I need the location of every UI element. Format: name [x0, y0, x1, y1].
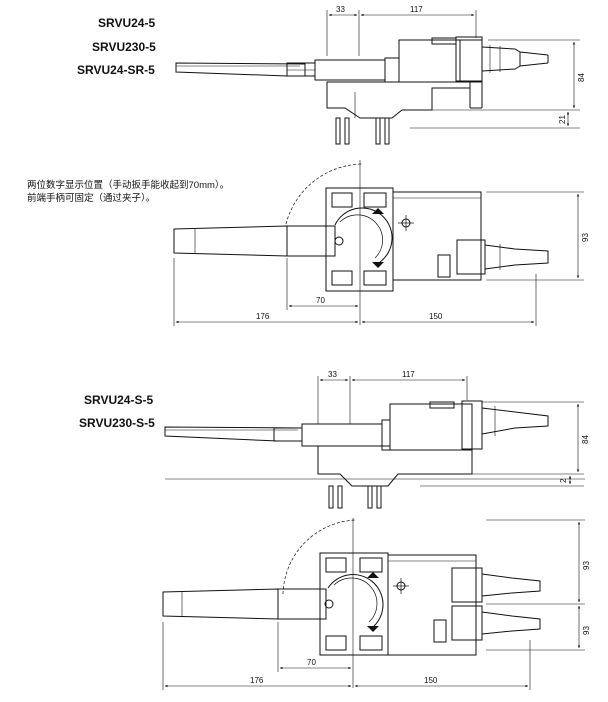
dim-70-bottom: 70 — [307, 658, 316, 667]
dim-70-top: 70 — [316, 296, 325, 305]
dim-93-top: 93 — [581, 233, 590, 242]
side-view-top — [175, 10, 580, 145]
dim-117-top: 117 — [410, 5, 423, 14]
dim-117-bottom: 117 — [402, 370, 415, 379]
dim-150-top: 150 — [429, 312, 443, 321]
note-line-1: 两位数字显示位置（手动扳手能收起到70mm）。 — [27, 180, 230, 191]
dim-33-top: 33 — [336, 5, 345, 14]
model-label-srvu230-s-5: SRVU230-S-5 — [79, 416, 155, 430]
plan-view-bottom — [162, 518, 585, 690]
model-label-srvu24-s-5: SRVU24-S-5 — [84, 393, 154, 407]
plan-view-top — [173, 160, 584, 326]
dim-176-top: 176 — [256, 312, 270, 321]
dim-150-bottom: 150 — [424, 676, 438, 685]
side-view-bottom — [164, 376, 585, 509]
model-label-srvu24-sr-5: SRVU24-SR-5 — [77, 63, 155, 77]
dim-84-top: 84 — [577, 73, 586, 82]
dim-2-bottom: 2 — [559, 478, 568, 483]
dim-33-bottom: 33 — [328, 370, 337, 379]
dim-21-top: 21 — [558, 115, 567, 124]
dim-93-bottom-1: 93 — [582, 561, 591, 570]
model-label-srvu230-5: SRVU230-5 — [92, 40, 156, 54]
model-label-srvu24-5: SRVU24-5 — [98, 16, 156, 30]
dim-84-bottom: 84 — [581, 435, 590, 444]
note-line-2: 前端手柄可固定（通过夹子）。 — [27, 193, 156, 204]
dim-176-bottom: 176 — [250, 676, 264, 685]
dim-93-bottom-2: 93 — [582, 626, 591, 635]
